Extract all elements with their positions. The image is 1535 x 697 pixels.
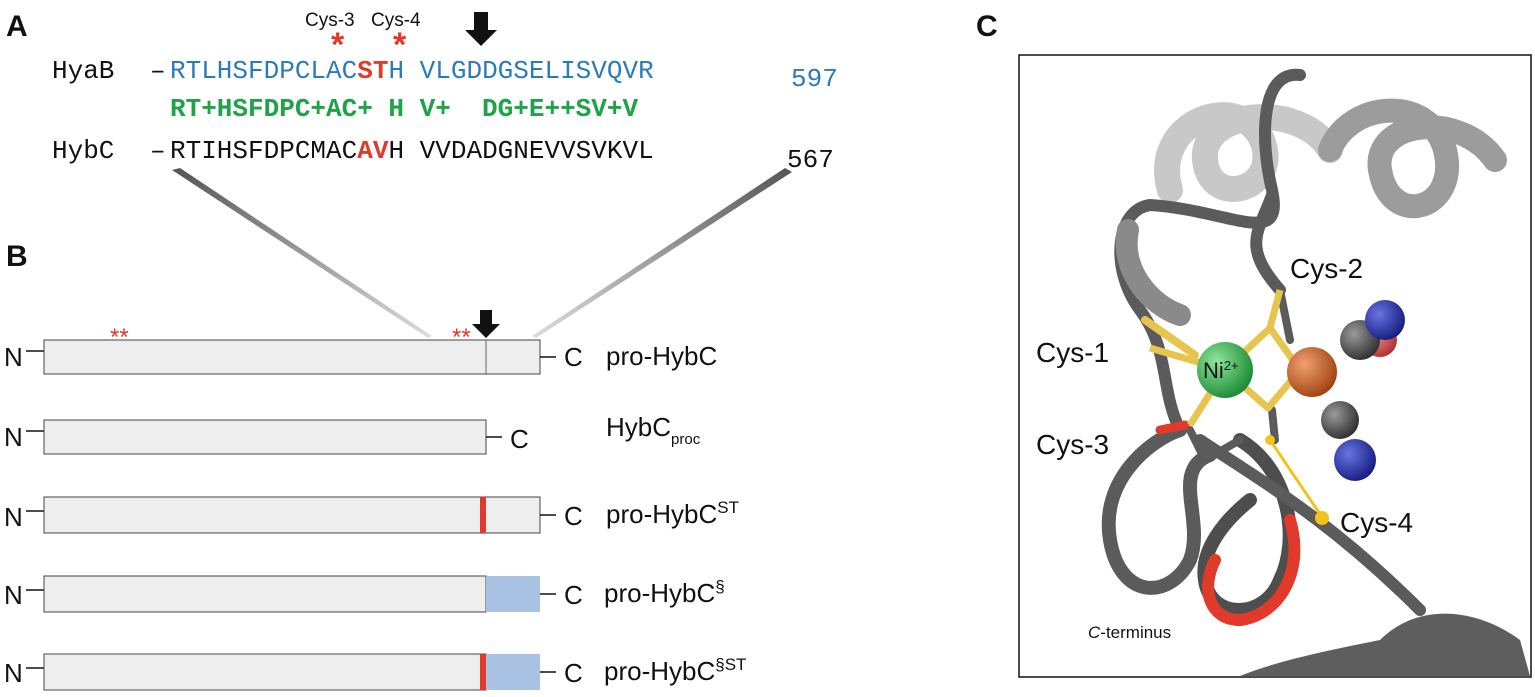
hyab-seq-part2: H VLGDDGSELISVQVR — [388, 56, 653, 86]
cys4-label: Cys-4 — [371, 10, 421, 31]
cys4-label-c: Cys-4 — [1340, 507, 1413, 538]
zoom-wedge-right — [532, 168, 792, 338]
cys2-label: Cys-2 — [1290, 253, 1363, 284]
cys3-label-c: Cys-3 — [1036, 429, 1109, 460]
hyab-residue-number: 597 — [791, 64, 838, 94]
hyab-name: HyaB — [52, 56, 114, 86]
c-terminus-label: C — [564, 342, 583, 372]
construct-label: pro-HybC — [606, 341, 717, 371]
protein-structure-illustration — [1101, 68, 1530, 676]
consensus-sequence: RT+HSFDPC+AC+ H V+ DG+E++SV+V — [170, 94, 638, 124]
panel-label-b: B — [6, 240, 28, 273]
nickel-atom — [1197, 342, 1253, 398]
c-terminus-label: C — [510, 424, 529, 454]
cys1-label: Cys-1 — [1036, 337, 1109, 368]
cleavage-arrow-b-icon — [472, 310, 500, 338]
hybc-seq-highlight: AV — [357, 136, 389, 166]
construct-pro-hybc-s: N C pro-HybC§ — [4, 575, 725, 613]
c-terminus-annotation: C-terminus — [1088, 623, 1171, 642]
construct-hybc-proc: N C HybCproc — [4, 412, 701, 455]
c-terminus-label: C — [564, 501, 583, 531]
hyab-sequence: RTLHSFDPCLACSTH VLGDDGSELISVQVR — [170, 56, 654, 86]
construct-pro-hybc: N C pro-HybC — [4, 339, 717, 375]
zoom-wedge-left — [172, 168, 432, 338]
panel-label-c: C — [976, 10, 998, 43]
cys3-star: * — [331, 26, 345, 64]
construct-label: pro-HybC§ST — [604, 655, 746, 686]
n-terminus-label: N — [4, 342, 23, 372]
c-terminus-label: C — [564, 580, 583, 610]
construct-pro-hybc-st: N C pro-HybCST — [4, 496, 739, 534]
construct-label: pro-HybCST — [606, 498, 739, 529]
hybc-name: HybC — [52, 136, 114, 166]
cleavage-arrow-icon — [465, 12, 497, 46]
c-terminus-label: C — [564, 658, 583, 688]
hyab-seq-part1: RTLHSFDPCLAC — [170, 56, 357, 86]
n-terminus-label: N — [4, 502, 23, 532]
cys4-star: * — [393, 26, 407, 64]
n-terminus-label: N — [4, 422, 23, 452]
hybc-dash: – — [150, 136, 166, 166]
cys3-label: Cys-3 — [305, 10, 355, 31]
n-terminus-label: N — [4, 658, 23, 688]
hybc-seq-part1: RTIHSFDPCMAC — [170, 136, 357, 166]
ni-label: Ni2+ — [1203, 358, 1239, 383]
construct-pro-hybc-s-st: N C pro-HybC§ST — [4, 653, 746, 691]
n-terminus-label: N — [4, 580, 23, 610]
hyab-dash: – — [150, 56, 166, 86]
hybc-residue-number: 567 — [787, 145, 834, 175]
hyab-seq-highlight: ST — [357, 56, 388, 86]
panel-label-a: A — [6, 10, 28, 43]
hybc-sequence: RTIHSFDPCMACAVH VVDADGNEVVSVKVL — [170, 136, 654, 166]
hybc-seq-part2: H VVDADGNEVVSVKVL — [388, 136, 653, 166]
construct-label: pro-HybC§ — [604, 577, 725, 608]
construct-label: HybCproc — [606, 412, 701, 448]
